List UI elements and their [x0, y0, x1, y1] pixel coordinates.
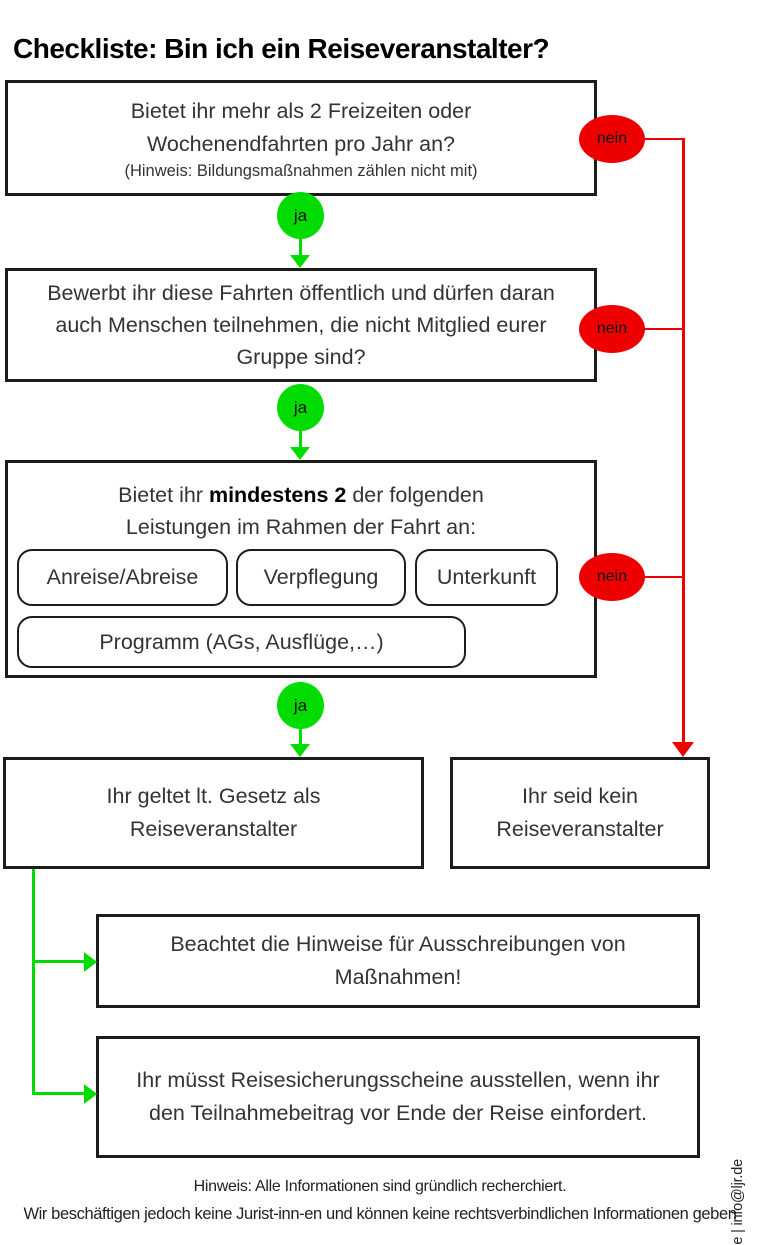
question-3-bold: mindestens 2 [208, 483, 347, 507]
note-box-reisesicherungsschein: Ihr müsst Reisesicherungsscheine ausstel… [96, 1036, 700, 1158]
result-box-no: Ihr seid kein Reiseveranstalter [450, 757, 710, 869]
sidebar-credit: Landesjugendring Niedersachsen e.V. | Ze… [730, 1159, 746, 1245]
yes-arrow-line-2 [298, 430, 302, 449]
result-yes-text: Ihr geltet lt. Gesetz als Reiseveranstal… [106, 783, 321, 841]
result-box-yes: Ihr geltet lt. Gesetz als Reiseveranstal… [3, 757, 424, 869]
result-branch-line-1 [32, 960, 84, 963]
question-box-1: Bietet ihr mehr als 2 Freizeiten oder Wo… [5, 80, 597, 196]
no-node-3: nein [579, 553, 645, 601]
question-3-text: Bietet ihr mindestens 2 der folgenden Le… [8, 479, 594, 544]
question-box-3: Bietet ihr mindestens 2 der folgenden Le… [5, 460, 597, 678]
yes-arrowhead-2-icon [290, 447, 310, 460]
footer-disclaimer-line1: Hinweis: Alle Informationen sind gründli… [193, 1178, 567, 1195]
option-anreise-abreise: Anreise/Abreise [17, 549, 228, 606]
yes-arrow-line-3 [298, 728, 302, 746]
result-branch-vertical-line [32, 869, 35, 1095]
result-branch-line-2 [32, 1092, 84, 1095]
yes-node-1: ja [277, 192, 324, 239]
question-2-text: Bewerbt ihr diese Fahrten öffentlich und… [47, 280, 555, 370]
yes-arrowhead-1-icon [290, 255, 310, 268]
option-unterkunft: Unterkunft [415, 549, 558, 606]
question-3-line2: Leistungen im Rahmen der Fahrt an: [125, 515, 477, 540]
yes-node-3: ja [277, 682, 324, 729]
no-line-2 [644, 328, 684, 330]
question-box-2: Bewerbt ihr diese Fahrten öffentlich und… [5, 268, 597, 382]
no-arrowhead-icon [672, 742, 694, 757]
yes-node-2: ja [277, 384, 324, 431]
question-1-text: Bietet ihr mehr als 2 Freizeiten oder Wo… [130, 99, 472, 156]
no-line-3 [644, 576, 684, 578]
note-box-ausschreibungen: Beachtet die Hinweise für Ausschreibunge… [96, 914, 700, 1008]
no-line-1 [644, 138, 684, 140]
option-verpflegung: Verpflegung [236, 549, 406, 606]
question-3-prefix: Bietet ihr [118, 483, 209, 507]
footer-disclaimer-line2: Wir beschäftigen jedoch keine Jurist-inn… [23, 1205, 737, 1223]
no-node-2: nein [579, 305, 645, 353]
question-1-hint: (Hinweis: Bildungsmaßnahmen zählen nicht… [124, 161, 478, 180]
yes-arrow-line-1 [298, 238, 302, 257]
no-vertical-line [682, 138, 685, 743]
option-programm: Programm (AGs, Ausflüge,…) [17, 616, 466, 668]
result-no-text: Ihr seid kein Reiseveranstalter [496, 783, 664, 841]
no-node-1: nein [579, 115, 645, 163]
result-branch-arrowhead-2-icon [84, 1083, 97, 1104]
page-title: Checkliste: Bin ich ein Reiseveranstalte… [13, 32, 550, 64]
question-3-suffix: der folgenden [346, 483, 484, 507]
note-1-text: Beachtet die Hinweise für Ausschreibunge… [170, 931, 626, 989]
yes-arrowhead-3-icon [290, 744, 310, 757]
result-branch-arrowhead-1-icon [84, 951, 97, 972]
note-2-text: Ihr müsst Reisesicherungsscheine ausstel… [136, 1067, 660, 1125]
